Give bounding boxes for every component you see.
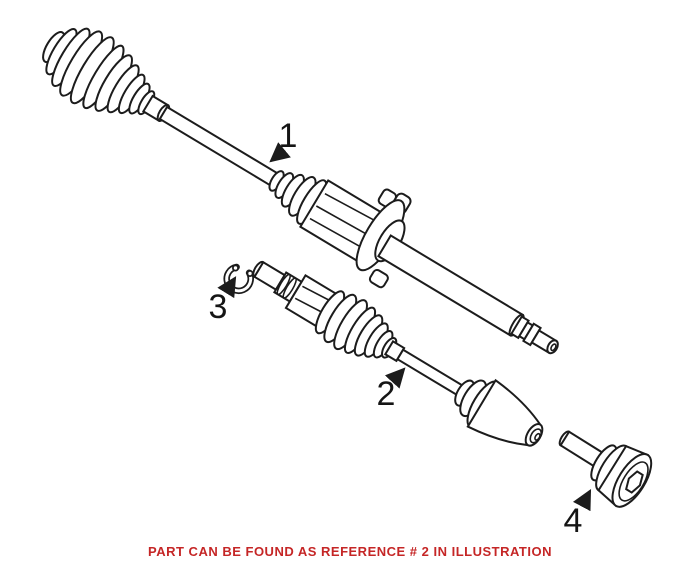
axle-shaft-upper	[158, 105, 282, 189]
callout-1-label: 1	[279, 117, 298, 155]
hex-socket	[625, 470, 644, 494]
inner-cv-boot	[42, 27, 171, 123]
axle-shaft-lower	[396, 348, 467, 398]
reference-note: PART CAN BE FOUND AS REFERENCE # 2 IN IL…	[148, 544, 552, 559]
callout-2[interactable]: 2	[377, 367, 406, 413]
cv-boot-lower	[314, 290, 406, 363]
outer-cv-joint	[454, 378, 544, 447]
outer-cv-boot-upper	[268, 170, 328, 225]
callout-3-label: 3	[209, 288, 228, 326]
callout-1[interactable]: 1	[269, 117, 298, 163]
callout-4-arrow	[572, 489, 592, 512]
callout-3-arrow	[217, 276, 237, 299]
callout-4[interactable]: 4	[564, 489, 592, 540]
callout-1-arrow	[269, 142, 291, 163]
splined-shaft-end	[377, 234, 559, 355]
bolt-drawing	[558, 430, 653, 508]
stub-spline-shaft	[252, 260, 304, 303]
callout-4-label: 4	[564, 502, 583, 540]
axle-assembly-upper-drawing	[42, 27, 559, 355]
callout-2-arrow	[384, 367, 406, 389]
bolt-head	[597, 444, 653, 508]
axle-assembly-lower-drawing	[252, 260, 544, 447]
callout-2-label: 2	[377, 375, 396, 413]
callout-3[interactable]: 3	[209, 276, 237, 326]
